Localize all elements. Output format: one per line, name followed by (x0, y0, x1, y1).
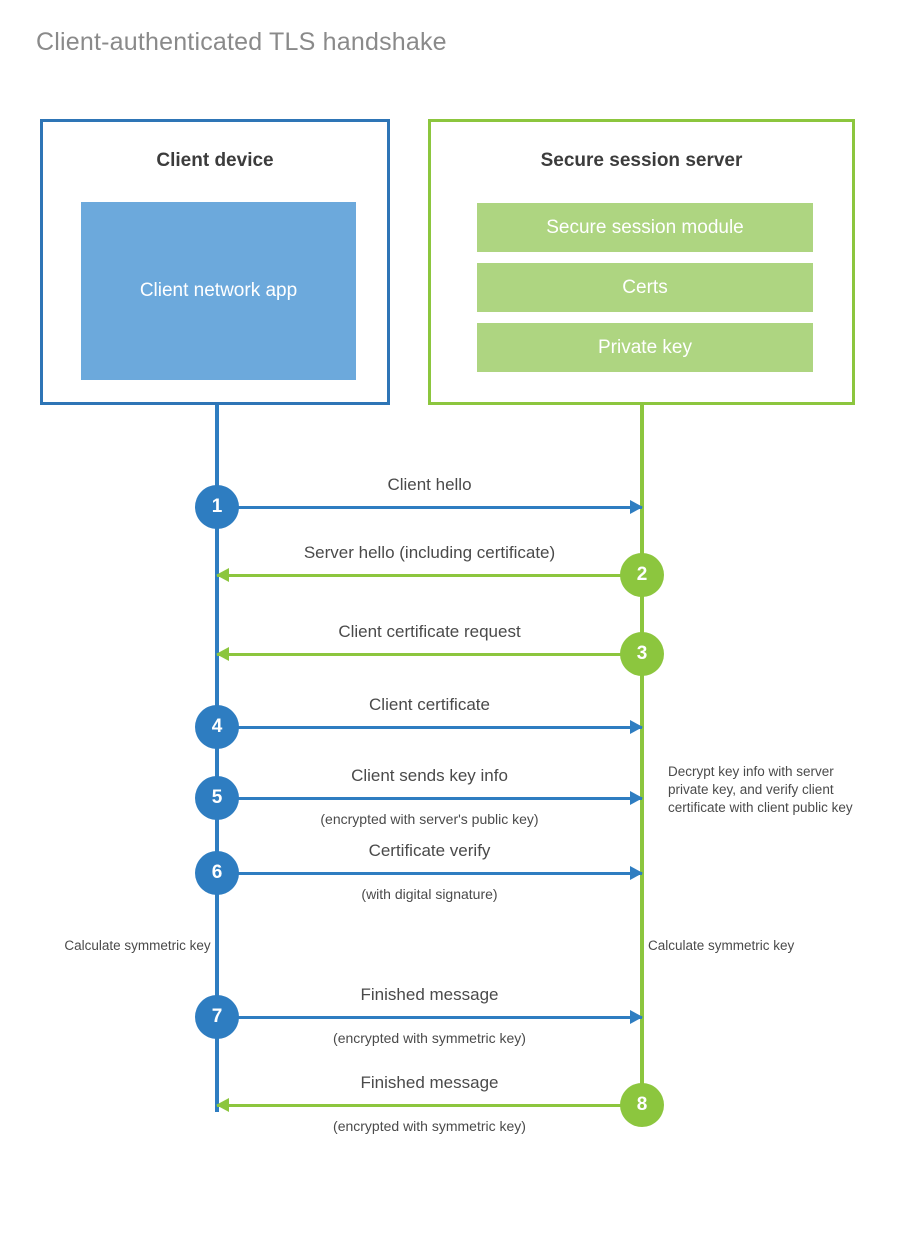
client-lifeline (215, 405, 219, 1112)
step-marker-6[interactable]: 6 (195, 851, 239, 895)
message-label-2: Server hello (including certificate) (303, 543, 556, 562)
server-component-private-key: Private key (477, 323, 813, 372)
client-device-box: Client device Client network app (40, 119, 390, 405)
note-decrypt-key-info: Decrypt key info with server private key… (668, 764, 853, 816)
arrow-head-icon (630, 500, 643, 514)
message-label-4: Client certificate (369, 695, 490, 714)
page-title: Client-authenticated TLS handshake (36, 28, 447, 56)
arrow-line (217, 1104, 642, 1107)
secure-session-server-box: Secure session server Secure session mod… (428, 119, 855, 405)
arrow-line (217, 506, 642, 509)
step-marker-5[interactable]: 5 (195, 776, 239, 820)
message-label-7: Finished message (360, 985, 499, 1004)
client-device-title: Client device (156, 150, 274, 171)
step-marker-3[interactable]: 3 (620, 632, 664, 676)
arrow-head-icon (630, 720, 643, 734)
message-label-6: Certificate verify (368, 841, 491, 860)
message-label-3: Client certificate request (338, 622, 521, 641)
server-component-certs: Certs (477, 263, 813, 312)
step-marker-4[interactable]: 4 (195, 705, 239, 749)
message-label-1: Client hello (387, 475, 472, 494)
server-lifeline (640, 405, 644, 1107)
arrow-head-icon (216, 1098, 229, 1112)
server-component-secure-session-module: Secure session module (477, 203, 813, 252)
message-sublabel-8: (encrypted with symmetric key) (333, 1118, 526, 1134)
arrow-line (217, 653, 642, 656)
message-sublabel-7: (encrypted with symmetric key) (333, 1030, 526, 1046)
message-label-8: Finished message (360, 1073, 499, 1092)
note-calculate-symmetric-key-client: Calculate symmetric key (64, 938, 211, 953)
arrow-line (217, 726, 642, 729)
client-network-app-block: Client network app (81, 202, 356, 380)
step-marker-7[interactable]: 7 (195, 995, 239, 1039)
arrow-line (217, 797, 642, 800)
step-marker-1[interactable]: 1 (195, 485, 239, 529)
arrow-line (217, 872, 642, 875)
arrow-head-icon (630, 1010, 643, 1024)
arrow-head-icon (216, 568, 229, 582)
message-label-5: Client sends key info (351, 766, 508, 785)
step-marker-2[interactable]: 2 (620, 553, 664, 597)
note-calculate-symmetric-key-server: Calculate symmetric key (648, 938, 795, 953)
secure-session-server-title: Secure session server (540, 150, 743, 171)
arrow-line (217, 574, 642, 577)
arrow-head-icon (630, 866, 643, 880)
message-sublabel-6: (with digital signature) (361, 886, 498, 902)
arrow-head-icon (216, 647, 229, 661)
step-marker-8[interactable]: 8 (620, 1083, 664, 1127)
message-sublabel-5: (encrypted with server's public key) (320, 811, 539, 827)
arrow-head-icon (630, 791, 643, 805)
arrow-line (217, 1016, 642, 1019)
